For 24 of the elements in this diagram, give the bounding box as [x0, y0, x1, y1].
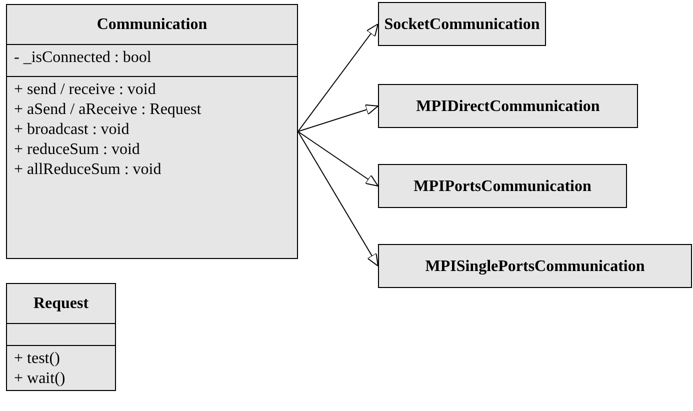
- class-box: [6, 4, 298, 259]
- generalization-arrow: [298, 131, 378, 186]
- class-box: [378, 244, 692, 288]
- class-box: [6, 283, 116, 391]
- member-text: + allReduceSum : void: [14, 160, 162, 180]
- generalization-arrow: [298, 104, 378, 132]
- class-name: Communication: [96, 15, 208, 35]
- class-name: MPIPortsCommunication: [412, 177, 592, 197]
- member-text: - _isConnected : bool: [14, 48, 152, 68]
- class-box: [378, 84, 638, 128]
- class-box: [378, 2, 546, 46]
- member-text: + aSend / aReceive : Request: [14, 100, 202, 120]
- class-name: MPISinglePortsCommunication: [424, 257, 646, 277]
- member-text: + broadcast : void: [14, 120, 130, 140]
- member-text: + reduceSum : void: [14, 140, 140, 160]
- member-text: + send / receive : void: [14, 80, 156, 100]
- member-text: + test(): [14, 349, 60, 369]
- class-name: MPIDirectCommunication: [415, 97, 601, 117]
- class-box: [378, 164, 627, 208]
- class-name: SocketCommunication: [383, 15, 541, 35]
- generalization-arrow: [298, 24, 378, 132]
- generalization-arrow: [298, 131, 378, 266]
- class-name: Request: [32, 294, 90, 314]
- member-text: + wait(): [14, 369, 66, 389]
